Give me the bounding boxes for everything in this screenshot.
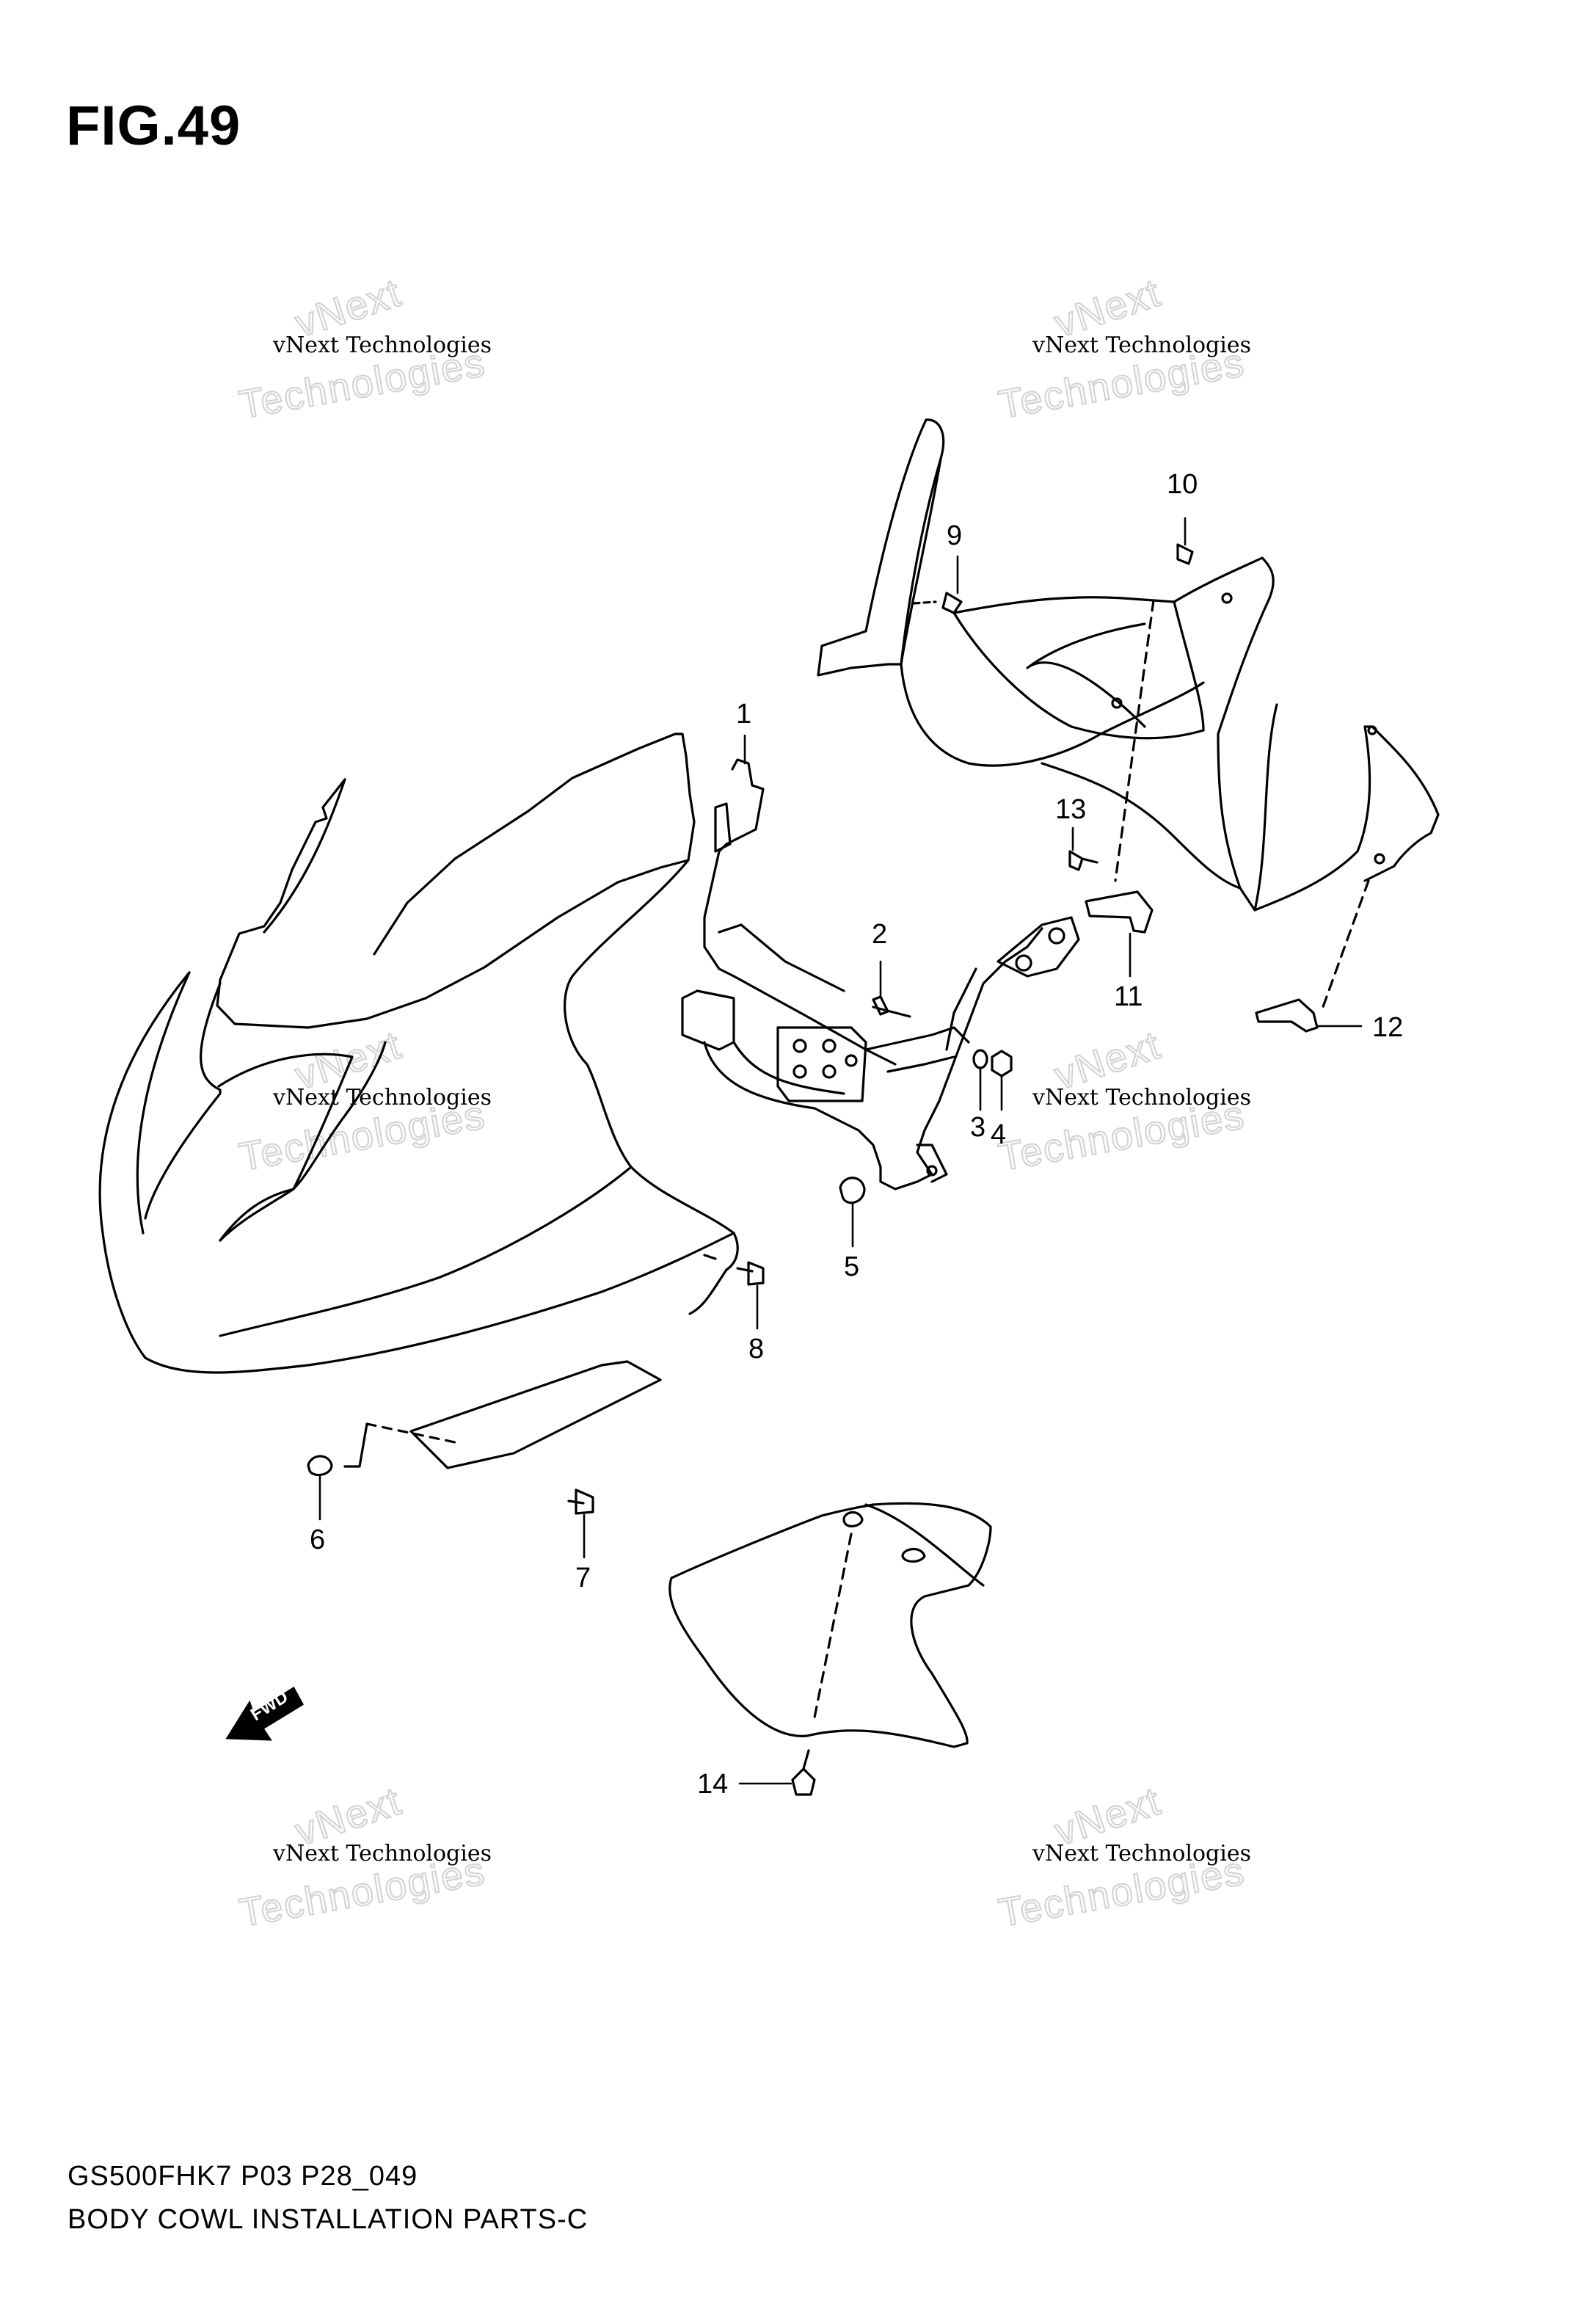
callout-11: 11 — [1114, 981, 1143, 1012]
callout-9: 9 — [947, 520, 962, 551]
callout-1: 1 — [736, 699, 751, 730]
model-code: GS500FHK7 P03 P28_049 — [68, 2161, 418, 2192]
callout-3: 3 — [970, 1112, 985, 1143]
cowl-bracket — [681, 758, 1080, 1190]
callout-8: 8 — [748, 1334, 764, 1364]
watermark-caption: vNext Technologies — [1032, 1085, 1251, 1110]
callout-6: 6 — [310, 1524, 325, 1555]
inner-cowl — [817, 418, 1440, 1014]
callout-2: 2 — [872, 919, 887, 950]
leader-lines — [318, 517, 1363, 1785]
under-cover — [668, 1502, 992, 1748]
callout-13: 13 — [1055, 794, 1086, 825]
forward-direction-arrow: FWD — [225, 1686, 305, 1741]
callout-5: 5 — [844, 1251, 859, 1282]
front-cowl — [98, 733, 739, 1469]
watermark-caption: vNext Technologies — [1032, 332, 1251, 358]
fasteners — [307, 543, 1319, 1796]
callout-14: 14 — [697, 1769, 728, 1800]
watermark-caption: vNext Technologies — [1032, 1841, 1251, 1866]
figure-title: FIG.49 — [66, 95, 241, 157]
callout-numbers: 1 2 3 4 5 6 7 8 9 10 11 12 13 14 — [310, 469, 1403, 1800]
callout-4: 4 — [991, 1119, 1006, 1150]
figure-description: BODY COWL INSTALLATION PARTS-C — [68, 2204, 589, 2235]
watermark-caption: vNext Technologies — [272, 1085, 492, 1110]
watermark-caption: vNext Technologies — [272, 332, 492, 358]
callout-10: 10 — [1167, 469, 1198, 500]
callout-12: 12 — [1372, 1012, 1403, 1043]
watermark-caption: vNext Technologies — [272, 1841, 492, 1866]
callout-7: 7 — [575, 1563, 591, 1593]
